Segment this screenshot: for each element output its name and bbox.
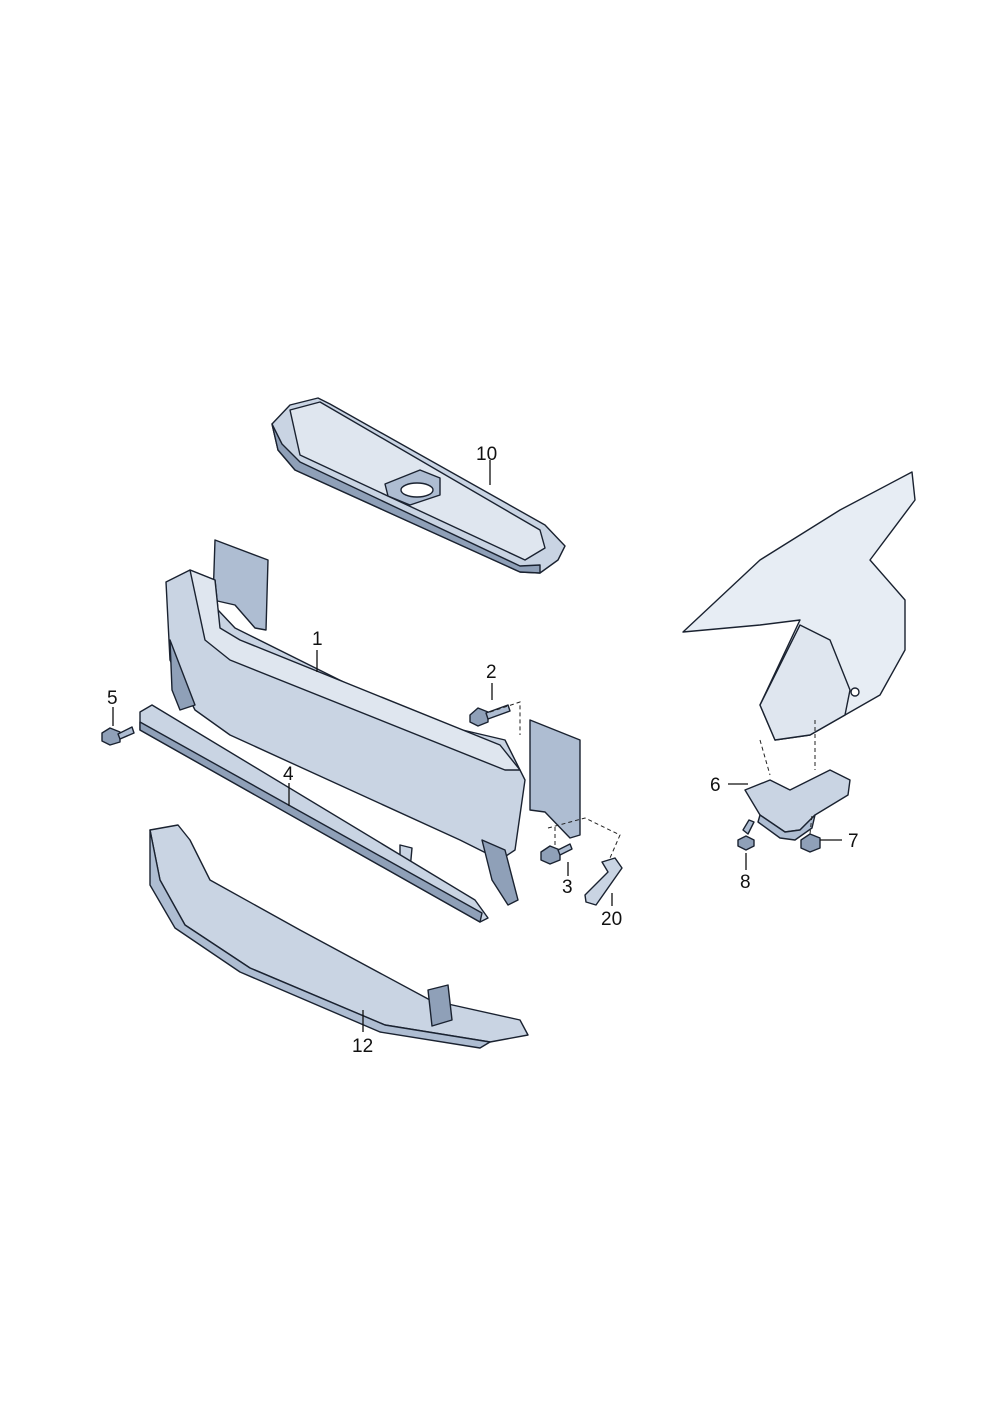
- callout-labels: 10 1 2 5 4 6 7 8 3 20 12: [107, 444, 859, 1057]
- callout-6: 6: [710, 775, 721, 796]
- part-8-screw: [737, 819, 755, 851]
- part-12-absorber: [149, 824, 529, 1049]
- callout-5: 5: [107, 688, 118, 709]
- callout-4: 4: [283, 764, 294, 785]
- callout-2: 2: [486, 662, 497, 683]
- callout-7: 7: [848, 831, 859, 852]
- part-3-nut: [540, 843, 573, 865]
- callout-20: 20: [601, 909, 622, 930]
- callout-1: 1: [312, 629, 323, 650]
- callout-10: 10: [476, 444, 497, 465]
- part-10-upper-cover: [271, 397, 566, 574]
- callout-3: 3: [562, 877, 573, 898]
- part-5-bolt: [101, 726, 135, 746]
- part-20-bracket: [584, 857, 623, 906]
- assembly-lines: [489, 701, 816, 859]
- callout-12: 12: [352, 1036, 373, 1057]
- callout-8: 8: [740, 872, 751, 893]
- leader-lines: [112, 460, 842, 1032]
- part-1-cross-member: [165, 539, 581, 906]
- part-6-bracket: [744, 769, 851, 841]
- part-4-lower-bar: [139, 704, 489, 923]
- part-2-bolt: [469, 704, 511, 727]
- part-7-nut: [800, 833, 821, 853]
- fender: [682, 471, 916, 741]
